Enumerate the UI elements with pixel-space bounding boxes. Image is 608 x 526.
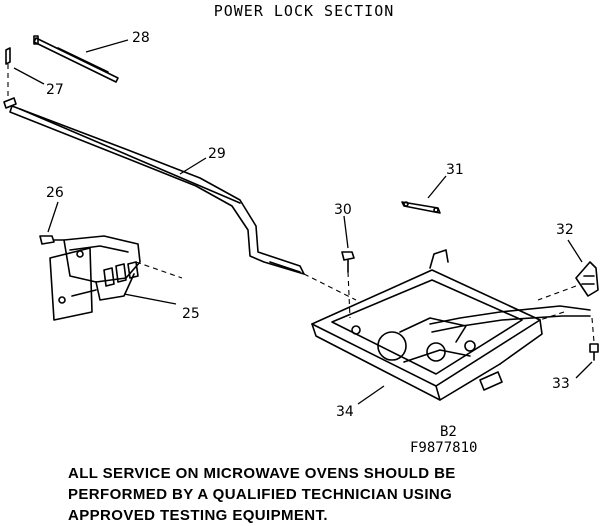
part-27-clip bbox=[3, 47, 17, 109]
exploded-parts-drawing: 28 27 29 31 26 30 32 25 33 34 bbox=[3, 30, 599, 420]
label-30: 30 bbox=[334, 202, 352, 218]
part-33-screw bbox=[589, 343, 599, 361]
part-28-rod bbox=[33, 35, 119, 83]
leader-line bbox=[47, 201, 59, 233]
part-34-bracket bbox=[311, 249, 591, 401]
label-27: 27 bbox=[46, 82, 64, 98]
diagram-title: POWER LOCK SECTION bbox=[213, 2, 395, 20]
part-29-actuator-rod bbox=[9, 105, 305, 275]
part-number: F9877810 bbox=[410, 440, 478, 456]
label-32: 32 bbox=[556, 222, 574, 238]
leader-line bbox=[13, 67, 45, 85]
leader-line bbox=[179, 157, 207, 175]
notice-line-3: APPROVED TESTING EQUIPMENT. bbox=[68, 507, 328, 524]
assembly-line bbox=[537, 285, 577, 301]
notice-line-2: PERFORMED BY A QUALIFIED TECHNICIAN USIN… bbox=[68, 486, 453, 503]
assembly-line bbox=[347, 271, 351, 319]
drawing-codes: B2 F9877810 bbox=[410, 424, 520, 456]
label-28: 28 bbox=[132, 30, 150, 46]
part-31-link bbox=[401, 201, 441, 214]
assembly-line bbox=[135, 261, 183, 279]
part-25-switch-assembly bbox=[49, 235, 141, 321]
label-26: 26 bbox=[46, 185, 64, 201]
notice-line-1: ALL SERVICE ON MICROWAVE OVENS SHOULD BE bbox=[68, 465, 456, 482]
leader-line bbox=[357, 385, 385, 405]
assembly-line bbox=[591, 317, 595, 343]
assembly-line bbox=[539, 311, 565, 321]
assembly-line bbox=[303, 273, 357, 301]
service-notice: ALL SERVICE ON MICROWAVE OVENS SHOULD BE… bbox=[68, 463, 588, 526]
part-26-screw bbox=[39, 235, 65, 245]
part-30-screw bbox=[341, 251, 355, 273]
leader-line bbox=[567, 239, 583, 263]
label-25: 25 bbox=[182, 306, 200, 322]
label-34: 34 bbox=[336, 404, 354, 420]
leader-line bbox=[427, 175, 447, 199]
label-31: 31 bbox=[446, 162, 464, 178]
label-29: 29 bbox=[208, 146, 226, 162]
leader-line bbox=[343, 215, 349, 249]
part-32-latch bbox=[575, 261, 599, 297]
drawing-code: B2 bbox=[440, 424, 457, 440]
leader-line bbox=[575, 361, 593, 379]
leader-line bbox=[123, 293, 177, 305]
leader-line bbox=[85, 39, 129, 53]
label-33: 33 bbox=[552, 376, 570, 392]
